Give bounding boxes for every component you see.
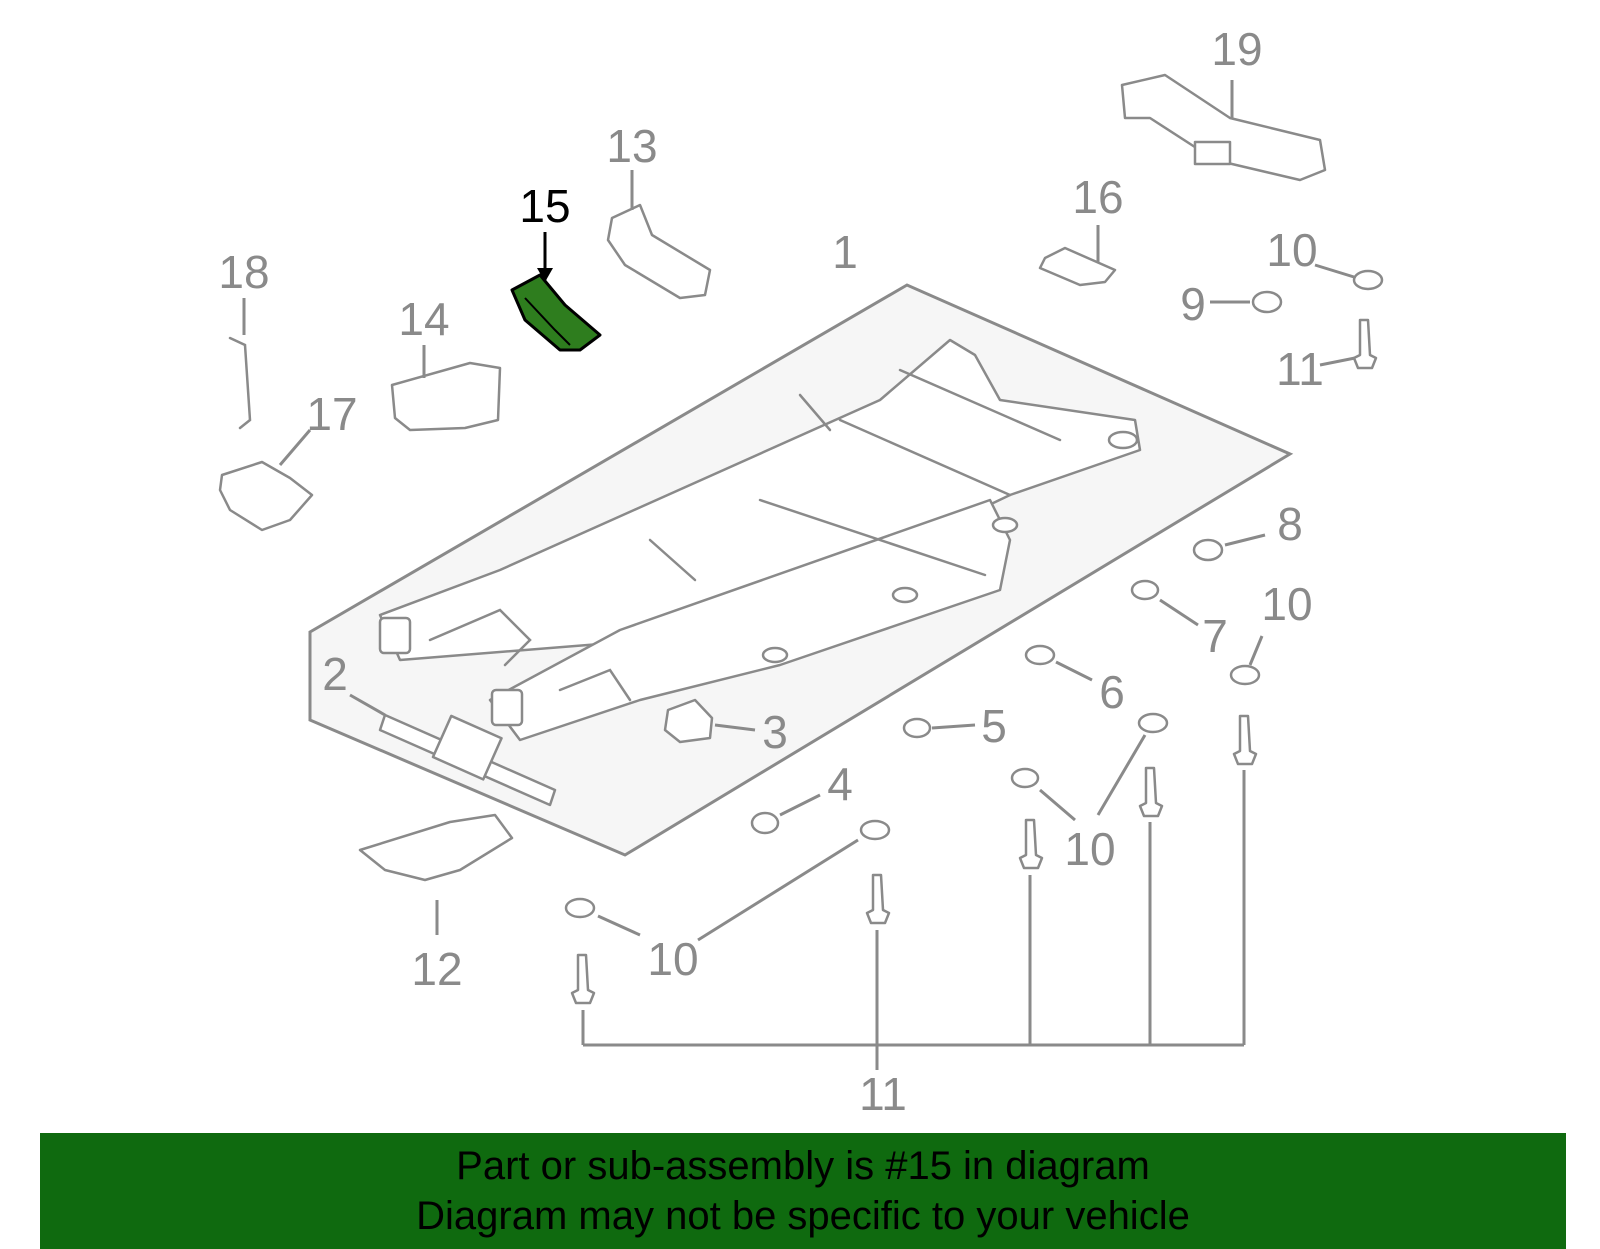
callout-c7: 7: [1202, 610, 1228, 662]
callout-c15: 15: [519, 180, 570, 232]
callout-c4: 4: [827, 758, 853, 810]
bolt-11-top: [1352, 318, 1378, 370]
bushing-7: [1130, 579, 1160, 601]
callout-c10c: 10: [1064, 823, 1115, 875]
bolts-11: [570, 714, 1258, 1070]
mount-17: [218, 460, 314, 532]
highlighted-part-15: [510, 232, 602, 352]
nut-10-top: [1352, 269, 1384, 291]
callout-c10d: 10: [647, 933, 698, 985]
callout-c9: 9: [1180, 278, 1206, 330]
callout-c11a: 11: [1276, 343, 1324, 395]
nut-10-a: [1229, 664, 1261, 686]
bushing-8: [1192, 538, 1224, 562]
bracket-13: [606, 203, 712, 300]
rod-18: [228, 336, 252, 430]
bushing-4: [750, 811, 780, 835]
callout-c13: 13: [606, 120, 657, 172]
bushing-9: [1251, 290, 1283, 314]
callout-c16: 16: [1072, 171, 1123, 223]
nut-10-d: [859, 819, 891, 841]
callout-c8: 8: [1277, 498, 1303, 550]
nut-10-c: [1010, 767, 1040, 789]
callout-c10b: 10: [1261, 578, 1312, 630]
callout-c2: 2: [322, 648, 348, 700]
bushing-6: [1024, 644, 1056, 666]
footer-line-2: Diagram may not be specific to your vehi…: [416, 1194, 1190, 1238]
callout-c1: 1: [832, 226, 858, 278]
bushing-5: [902, 717, 932, 739]
bracket-3: [663, 698, 714, 744]
callout-c17: 17: [306, 388, 357, 440]
callout-c10a: 10: [1266, 224, 1317, 276]
nut-10-e: [564, 897, 596, 919]
callout-c3: 3: [762, 706, 788, 758]
tube-2: [349, 693, 557, 807]
callout-c6: 6: [1099, 666, 1125, 718]
callout-c5: 5: [981, 700, 1007, 752]
footer-banner: Part or sub-assembly is #15 in diagram D…: [40, 1133, 1566, 1249]
nut-10-b: [1137, 712, 1169, 734]
bracket-14: [390, 361, 502, 432]
callout-c18: 18: [218, 246, 269, 298]
skid-plate-12: [358, 813, 514, 882]
callout-c19: 19: [1211, 23, 1262, 75]
callout-c11b: 11: [859, 1068, 907, 1120]
crossmember-19: [1120, 73, 1327, 182]
footer-line-1: Part or sub-assembly is #15 in diagram: [456, 1144, 1150, 1188]
bracket-16: [1038, 246, 1117, 287]
callout-c14: 14: [398, 293, 449, 345]
frame-assembly: [378, 338, 1142, 742]
callout-c12: 12: [411, 943, 462, 995]
